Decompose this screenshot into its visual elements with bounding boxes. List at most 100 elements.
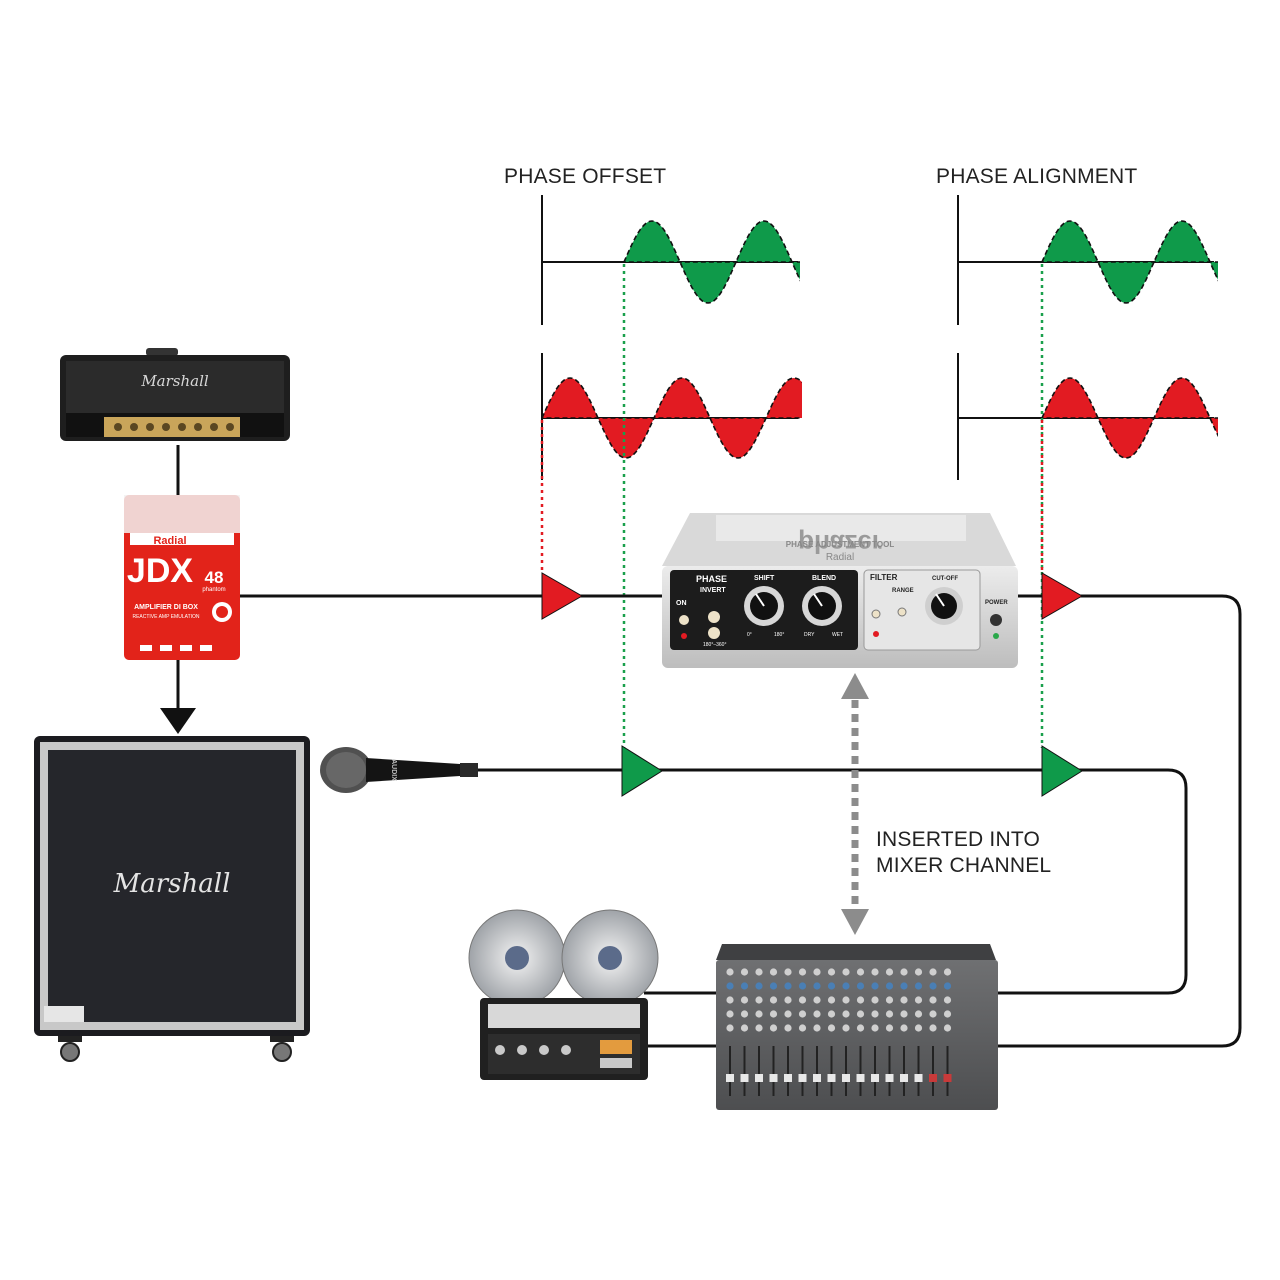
- mixer-fader-cap: [755, 1074, 763, 1082]
- phase-alignment-red-wave: [957, 353, 1218, 480]
- mixer-knob: [842, 968, 850, 976]
- green-triangle-left-icon: [621, 745, 663, 797]
- svg-text:ON: ON: [676, 600, 687, 607]
- radial-phazer-unit: phazer PHASE ADJUSTMENT TOOL Radial PHAS…: [662, 513, 1018, 668]
- mixer-fader-cap: [929, 1074, 937, 1082]
- arrow-to-cabinet-icon: [160, 708, 196, 734]
- inserted-label-line1: INSERTED INTO: [876, 828, 1041, 851]
- red-triangle-left-icon: [541, 572, 584, 620]
- mixer-knob: [842, 1024, 850, 1032]
- mixer-knob: [842, 1010, 850, 1018]
- mixer-fader-cap: [769, 1074, 778, 1082]
- mixer-knob: [871, 982, 879, 990]
- mixer-knob: [740, 982, 749, 990]
- mixer-knob: [943, 1010, 952, 1018]
- mixer-fader-cap: [798, 1074, 807, 1082]
- mixer-knob: [755, 996, 763, 1004]
- mixer-knob: [740, 996, 749, 1004]
- svg-text:INVERT: INVERT: [700, 587, 726, 594]
- mixer-knob: [769, 968, 778, 976]
- mixer-knob: [784, 982, 792, 990]
- inserted-label-line2: MIXER CHANNEL: [876, 854, 1052, 877]
- mixer-fader-cap: [885, 1074, 894, 1082]
- mixer-fader-cap: [784, 1074, 792, 1082]
- mixer-knob: [726, 982, 734, 990]
- mixer-knob: [740, 968, 749, 976]
- mixer-knob: [929, 996, 937, 1004]
- svg-text:phazer: phazer: [798, 529, 882, 559]
- mixer-knob: [900, 968, 908, 976]
- mixer-knob: [784, 1010, 792, 1018]
- microphone: AUDIX: [320, 747, 478, 793]
- green-triangle-right-icon: [1041, 745, 1083, 797]
- mixer-knob: [755, 1010, 763, 1018]
- mixer-knob: [827, 968, 836, 976]
- marshall-amp-head: Marshall: [60, 348, 290, 441]
- mixer-fader-slot: [830, 1046, 833, 1096]
- red-triangle-right-icon: [1041, 572, 1084, 620]
- svg-text:DRY: DRY: [804, 632, 815, 638]
- mixer-fader-slot: [932, 1046, 934, 1096]
- mixer-knob: [842, 996, 850, 1004]
- mixer-knob: [900, 996, 908, 1004]
- mixer-knob: [885, 1010, 894, 1018]
- mixer-fader-slot: [743, 1046, 746, 1096]
- mixer-knob: [827, 1024, 836, 1032]
- mixer-knob: [827, 982, 836, 990]
- mixer-fader-slot: [917, 1046, 920, 1096]
- mixer-knob: [798, 996, 807, 1004]
- svg-text:CUT-OFF: CUT-OFF: [932, 576, 958, 582]
- mixer-knob: [900, 1010, 908, 1018]
- mixer-fader-cap: [943, 1074, 952, 1082]
- svg-text:Radial: Radial: [153, 535, 186, 547]
- mixer-knob: [755, 1024, 763, 1032]
- mixer-knob: [726, 1010, 734, 1018]
- reel-to-reel-tape-deck: [468, 909, 659, 1080]
- insert-double-arrow-icon: [841, 673, 869, 935]
- svg-text:REACTIVE AMP EMULATION: REACTIVE AMP EMULATION: [132, 614, 199, 620]
- mixer-knob: [943, 996, 952, 1004]
- mixer-knob: [740, 1010, 749, 1018]
- mixer-knob: [813, 996, 821, 1004]
- mixer-fader-slot: [845, 1046, 847, 1096]
- mixer-fader-cap: [900, 1074, 908, 1082]
- mixer-knob: [798, 1024, 807, 1032]
- mixer-knob: [856, 982, 865, 990]
- mixer-knob: [740, 1024, 749, 1032]
- mixer-fader-cap: [726, 1074, 734, 1082]
- mixer-knob: [914, 1024, 923, 1032]
- svg-text:FILTER: FILTER: [870, 573, 898, 582]
- mixer-knob: [726, 1024, 734, 1032]
- mixer-fader-slot: [946, 1046, 949, 1096]
- mixer-knob: [784, 1024, 792, 1032]
- mixer-knob: [885, 996, 894, 1004]
- dotted-guides: [540, 264, 1044, 748]
- svg-text:phantom: phantom: [202, 587, 225, 593]
- mixer-knob: [929, 982, 937, 990]
- mixer-fader-cap: [827, 1074, 836, 1082]
- mixer-knob: [769, 996, 778, 1004]
- mixer-knob: [871, 1024, 879, 1032]
- mixer-fader-cap: [871, 1074, 879, 1082]
- mixer-knob: [798, 968, 807, 976]
- mixer-knob: [856, 1010, 865, 1018]
- cables: [176, 445, 1242, 1048]
- mixer-knob: [784, 996, 792, 1004]
- mixer-knob: [856, 968, 865, 976]
- svg-text:180°–360°: 180°–360°: [703, 642, 726, 648]
- mixer-knob: [769, 982, 778, 990]
- mixer-fader-slot: [758, 1046, 760, 1096]
- mixer-fader-slot: [801, 1046, 804, 1096]
- mixer-knob: [871, 1010, 879, 1018]
- phase-alignment-label: PHASE ALIGNMENT: [936, 165, 1138, 188]
- svg-text:180°: 180°: [774, 632, 784, 638]
- mixer-knob: [900, 982, 908, 990]
- mixer-knob: [798, 982, 807, 990]
- phase-offset-red-wave: [541, 353, 802, 480]
- svg-text:AUDIX: AUDIX: [390, 759, 397, 781]
- mixer-knob: [827, 1010, 836, 1018]
- mixer-knob: [755, 968, 763, 976]
- svg-text:Marshall: Marshall: [140, 372, 209, 390]
- mixer-fader-cap: [813, 1074, 821, 1082]
- mixer-knob: [827, 996, 836, 1004]
